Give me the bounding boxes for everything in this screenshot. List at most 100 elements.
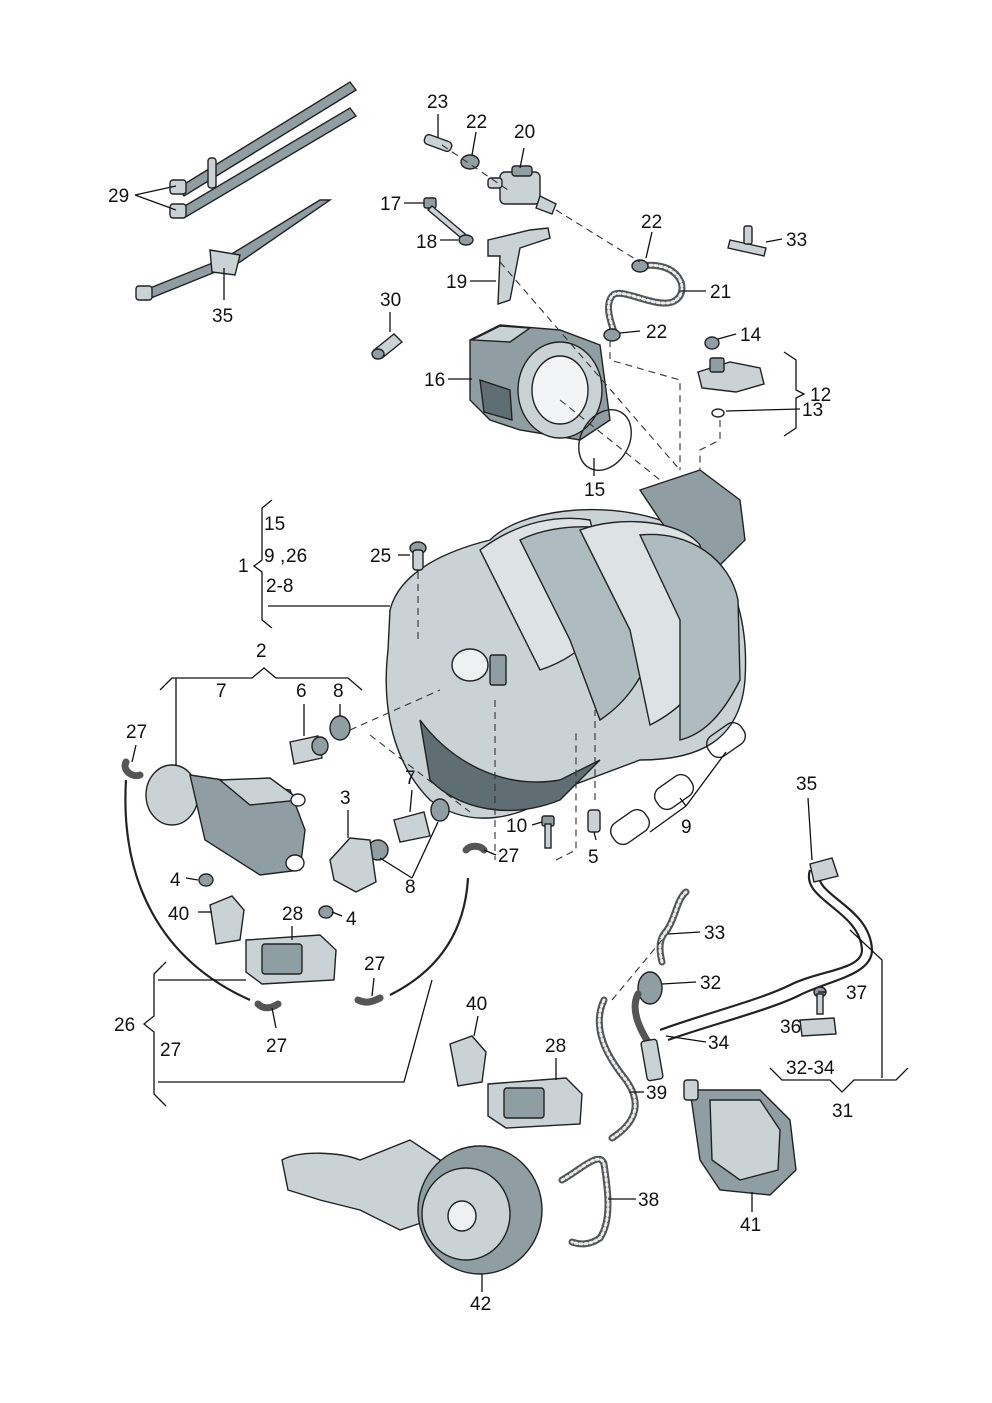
callout-4-right: 4 [346, 909, 357, 930]
callout-15: 15 [584, 480, 605, 501]
bolt-37 [813, 986, 827, 1015]
callout-26-group: 26 [286, 546, 307, 567]
callout-36: 36 [780, 1017, 801, 1038]
callout-40-right: 40 [466, 994, 487, 1015]
callout-27-bottom: 27 [266, 1036, 287, 1057]
hose-33 [656, 888, 690, 966]
callout-13: 13 [802, 400, 823, 421]
callout-28-right: 28 [545, 1036, 566, 1057]
callout-27-left: 27 [126, 722, 147, 743]
leader-lines [131, 114, 909, 1292]
callout-9-group: 9 [264, 546, 275, 567]
bracket-40-right [449, 1035, 487, 1087]
callout-4-left: 4 [170, 870, 181, 891]
hose-26 [124, 779, 470, 1002]
callout-21: 21 [710, 282, 731, 303]
callout-6: 6 [296, 681, 307, 702]
assembly-lines [349, 144, 721, 1001]
callout-40-left: 40 [168, 904, 189, 925]
hose-38 [558, 1155, 612, 1248]
callout-31: 31 [832, 1101, 853, 1122]
callout-20: 20 [514, 122, 535, 143]
callout-2: 2 [256, 641, 267, 662]
callout-5: 5 [588, 847, 599, 868]
throttle-body-16 [469, 324, 611, 441]
callout-37: 37 [846, 983, 867, 1004]
callout-14: 14 [740, 325, 762, 346]
bracket-19 [487, 227, 551, 305]
callout-26: 26 [114, 1015, 135, 1036]
clamp-22-top [460, 154, 480, 170]
seal-8-upper [329, 715, 351, 741]
callout-29: 29 [108, 186, 129, 207]
solenoid-valve-28-right [487, 1077, 583, 1129]
elbow-35 [809, 857, 839, 883]
callout-39: 39 [646, 1083, 667, 1104]
callout-33-lower: 33 [704, 923, 725, 944]
comma-9-26: , [280, 546, 285, 567]
callout-30: 30 [380, 290, 401, 311]
callout-35-right: 35 [796, 774, 817, 795]
callout-7-lower: 7 [405, 768, 416, 789]
callout-19: 19 [446, 272, 467, 293]
callout-10: 10 [506, 816, 527, 837]
pin-25 [409, 541, 427, 571]
callout-42: 42 [470, 1294, 491, 1315]
connector-33-top [727, 225, 767, 257]
callout-32: 32 [700, 973, 721, 994]
washer-18 [458, 234, 474, 246]
callout-27-mid: 27 [364, 954, 385, 975]
bracket-3 [329, 837, 377, 893]
bolt-10 [541, 815, 555, 849]
callout-34: 34 [708, 1033, 730, 1054]
water-pump-42 [281, 1139, 543, 1275]
callout-38: 38 [638, 1190, 659, 1211]
callout-27-group: 27 [160, 1040, 181, 1061]
bracket-40-left [209, 895, 245, 945]
gasket-9 [609, 721, 747, 846]
callout-35-top: 35 [212, 306, 233, 327]
hose-21 [603, 259, 686, 342]
vacuum-unit-6 [289, 735, 329, 765]
seal-8-lower [367, 798, 450, 861]
callout-33-top: 33 [786, 230, 807, 251]
callout-22-lower: 22 [646, 322, 667, 343]
callout-16: 16 [424, 370, 445, 391]
callout-23: 23 [427, 92, 448, 113]
callout-18: 18 [416, 232, 437, 253]
callout-15-group: 15 [264, 514, 285, 535]
hose-27 [121, 758, 488, 1012]
callout-1: 1 [238, 556, 249, 577]
cable-tie-29 [169, 81, 358, 219]
callout-22-right: 22 [641, 212, 662, 233]
callout-41: 41 [740, 1215, 761, 1236]
callout-3: 3 [340, 788, 351, 809]
callout-8-upper: 8 [333, 681, 344, 702]
hose-39 [595, 996, 639, 1142]
callout-27-right: 27 [498, 846, 519, 867]
solenoid-valve-20 [487, 165, 557, 215]
callout-32-34: 32-34 [786, 1058, 835, 1079]
seal-7-lower [393, 811, 431, 843]
hose-34 [631, 990, 664, 1082]
callout-22-top: 22 [466, 112, 487, 133]
callout-7-upper: 7 [216, 681, 227, 702]
sleeve-5 [587, 809, 601, 833]
sleeve-30 [371, 333, 404, 360]
solenoid-valve-28-left [245, 934, 337, 985]
sensor-12 [697, 336, 765, 418]
callout-labels: 1 2 2-8 3 4 4 5 6 7 7 8 8 9 9 9 10 12 13… [108, 92, 867, 1315]
bolt-4 [198, 873, 334, 919]
intake-manifold-1 [385, 469, 747, 819]
vacuum-pump-41 [683, 1079, 797, 1196]
callout-8-lower: 8 [405, 877, 416, 898]
callout-2-8: 2-8 [266, 576, 293, 597]
callout-25: 25 [370, 546, 391, 567]
callout-12: 12 [810, 385, 831, 406]
callout-17: 17 [380, 194, 401, 215]
callout-28-left: 28 [282, 904, 303, 925]
vacuum-line-31 [659, 869, 874, 1042]
actuator-2 [145, 764, 306, 876]
